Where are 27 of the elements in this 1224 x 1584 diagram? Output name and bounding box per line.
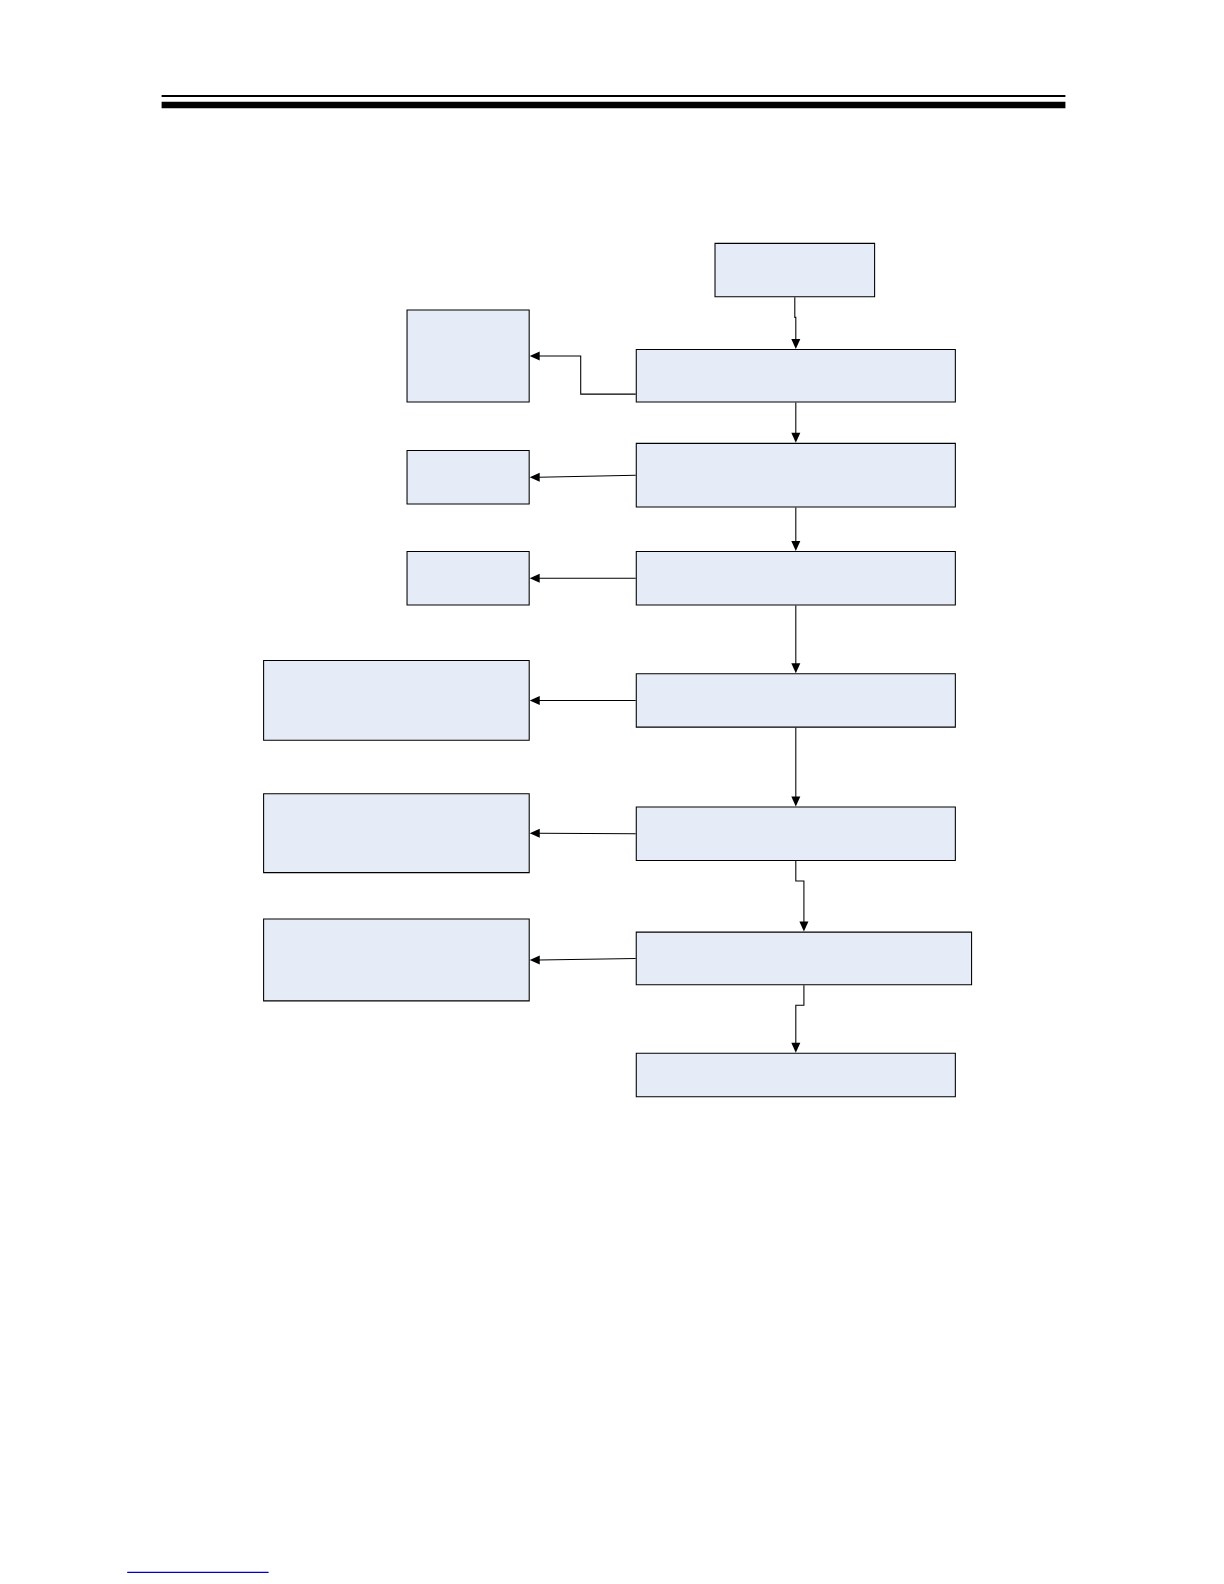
process-box	[635, 673, 956, 728]
side-box	[406, 449, 530, 505]
process-box	[635, 806, 956, 861]
arrow	[529, 828, 637, 838]
arrow	[529, 955, 637, 965]
process-box	[635, 1052, 956, 1098]
side-box	[406, 309, 530, 403]
arrow	[795, 860, 809, 932]
arrow	[791, 727, 801, 807]
arrow	[791, 984, 805, 1053]
arrow	[529, 472, 637, 482]
process-box	[635, 550, 956, 606]
side-box	[406, 550, 530, 606]
process-box	[635, 442, 956, 508]
side-box	[263, 918, 530, 1002]
arrow	[529, 573, 637, 583]
arrow	[791, 296, 801, 349]
arrow	[791, 401, 801, 443]
process-box	[635, 348, 956, 403]
process-box	[635, 931, 973, 986]
side-box	[263, 793, 530, 874]
arrow	[529, 351, 637, 395]
arrow	[529, 695, 637, 705]
arrow	[791, 604, 801, 674]
process-box	[714, 242, 876, 298]
arrow	[791, 507, 801, 551]
side-box	[263, 660, 530, 741]
